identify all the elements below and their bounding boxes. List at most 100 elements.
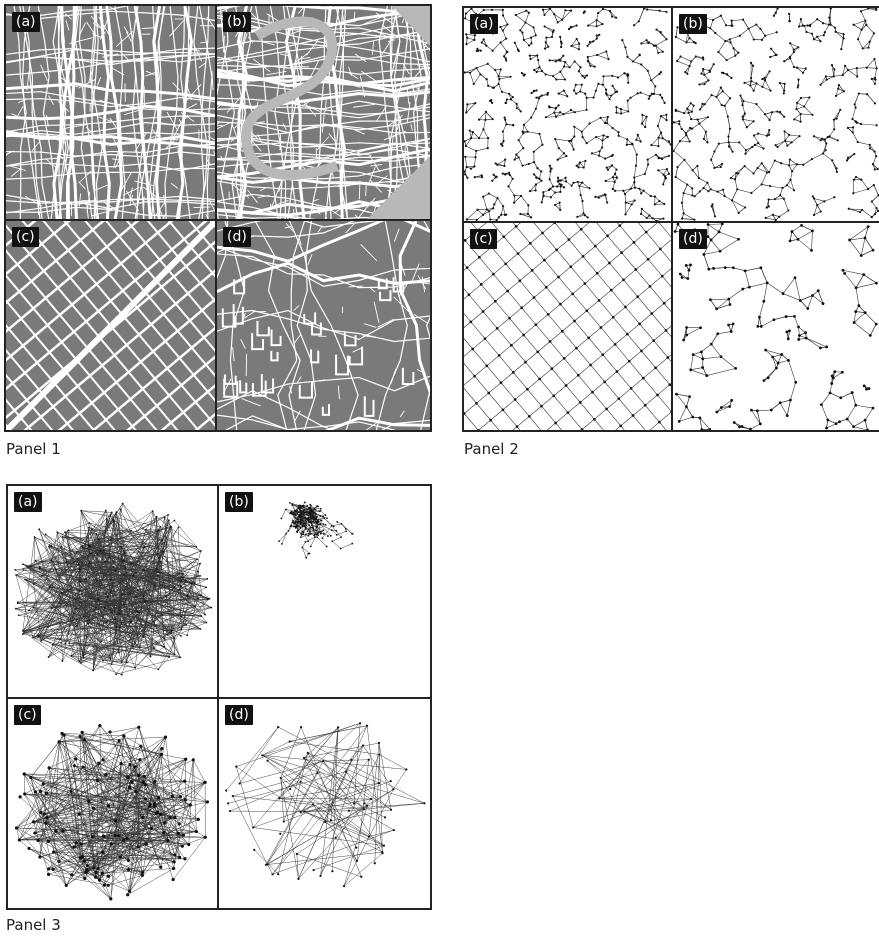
alley [353,129,365,135]
alley [173,122,182,138]
network-node [650,79,653,82]
network-edge [827,419,837,424]
street [22,6,41,219]
network-node [536,350,540,354]
network-node [524,360,527,364]
network-edge [813,136,821,141]
network-node [470,137,473,140]
network-node [709,238,713,242]
network-node [657,144,660,148]
alley [406,101,411,124]
network-node [724,24,728,27]
network-node [626,99,629,102]
network-node [580,83,583,86]
network-edge [707,182,711,190]
network-node [529,216,533,219]
graph-edge [116,657,181,675]
network-node [680,276,684,279]
network-edge [655,45,659,53]
street [288,221,359,430]
network-node [648,214,651,217]
network-edge [841,34,844,50]
alley [342,171,344,182]
network-edge [718,223,723,232]
network-node [515,153,518,156]
network-node [569,108,573,112]
alley [46,134,66,144]
network-node [690,127,694,130]
network-edge [464,223,671,430]
network-node [797,78,800,81]
network-edge [844,273,857,288]
alley [79,22,86,36]
network-node [747,27,750,30]
network-node [640,192,643,195]
network-edge [853,24,862,30]
network-node [719,165,722,169]
network-edge [742,105,746,114]
network-node [620,251,623,255]
network-node [776,361,780,365]
panel-1-quad-c: (c) [6,221,215,430]
alley [223,35,225,53]
network-node [477,429,480,430]
network-node [875,124,878,127]
network-node [624,305,627,309]
alley [394,116,402,138]
network-node [856,140,859,144]
alley [377,31,395,41]
network-edge [744,80,752,84]
network-edge [602,76,604,85]
network-edge [812,295,824,304]
network-edge [826,76,834,80]
network-node [647,41,650,45]
network-edge [846,418,854,427]
street [217,104,430,119]
network-node [505,123,508,126]
alley [390,134,394,157]
network-node [749,76,753,80]
network-node [716,332,720,336]
cul-de-sac [303,312,317,325]
network-node [556,176,560,179]
network-node [495,218,498,221]
alley [217,6,234,14]
network-edge [716,406,730,413]
network-edge [786,399,791,416]
network-node [549,196,552,199]
network-edge [849,239,862,256]
network-node [825,142,828,145]
network-node [576,215,579,218]
network-edge [801,225,813,232]
graph-edge [15,520,114,576]
panel-1-caption: Panel 1 [6,440,61,458]
network-edge [464,67,477,73]
network-node [866,93,869,96]
network-edge [857,39,863,49]
network-edge [488,211,491,220]
network-edge [574,126,582,132]
network-edge [855,287,860,306]
network-node [661,50,664,53]
network-node [615,16,618,19]
network-edge [699,104,705,110]
panel-2-label-b: (b) [679,14,707,34]
network-edge [861,20,866,30]
network-node [698,122,701,125]
alley [111,67,125,76]
network-node [633,176,636,179]
network-edge [743,100,757,105]
network-node [835,167,838,170]
network-edge [482,209,488,216]
alley [217,124,223,127]
network-edge [731,200,739,214]
alley [307,253,313,266]
network-node [795,107,798,111]
network-node [495,327,499,330]
network-node [647,97,650,100]
network-node [464,170,466,173]
network-node [530,42,533,45]
network-node [550,167,553,170]
network-node [557,147,560,150]
network-node [812,135,816,138]
